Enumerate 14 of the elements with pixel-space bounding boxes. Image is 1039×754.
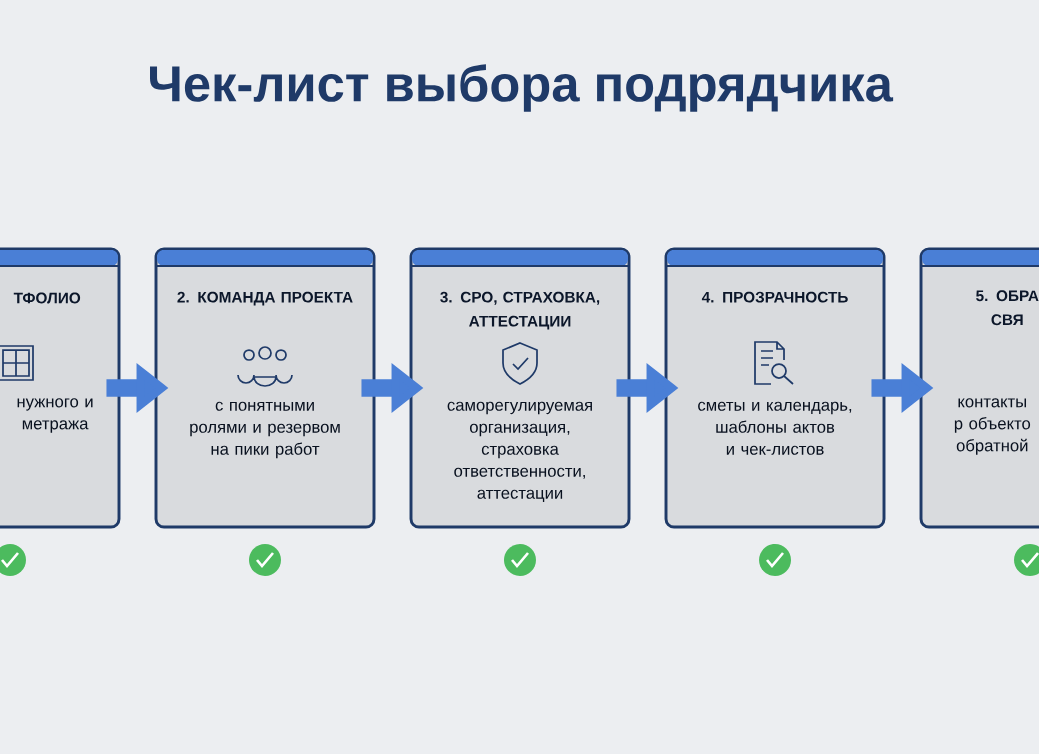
step-card: 5. ОБРА СВЯ контакты р объекто обратной	[919, 247, 1039, 529]
node-label: 4. ПРОЗРАЧНОСТЬ	[701, 291, 848, 303]
node-label: ТФОЛИО	[13, 292, 81, 304]
step-card: 3. СРО, СТРАХОВКА, АТТЕСТАЦИИ саморегулируемая организация, страховка ответственности, аттестации	[409, 247, 631, 529]
node-label: 3. СРО, СТРАХОВКА, АТТЕСТАЦИИ	[440, 291, 600, 330]
node-label: с понятными ролями и резервом на пики работ	[190, 401, 340, 459]
step-card: ТФОЛИО нужного и метража	[0, 247, 121, 529]
title: Чек-лист выбора подрядчика	[150, 64, 894, 112]
step-card: 4. ПРОЗРАЧНОСТЬ сметы и календарь, шаблоны актов и чек-листов	[664, 247, 886, 529]
node-label: 2. КОМАНДА ПРОЕКТА	[177, 291, 353, 306]
node-label: саморегулируемая организация, страховка ответственности, аттестации	[447, 401, 592, 503]
step-card: 2. КОМАНДА ПРОЕКТА с понятными ролями и резервом на пики работ	[154, 247, 376, 529]
node-label: нужного и метража	[17, 398, 93, 433]
node-label: сметы и календарь, шаблоны актов и чек-листов	[698, 401, 852, 455]
